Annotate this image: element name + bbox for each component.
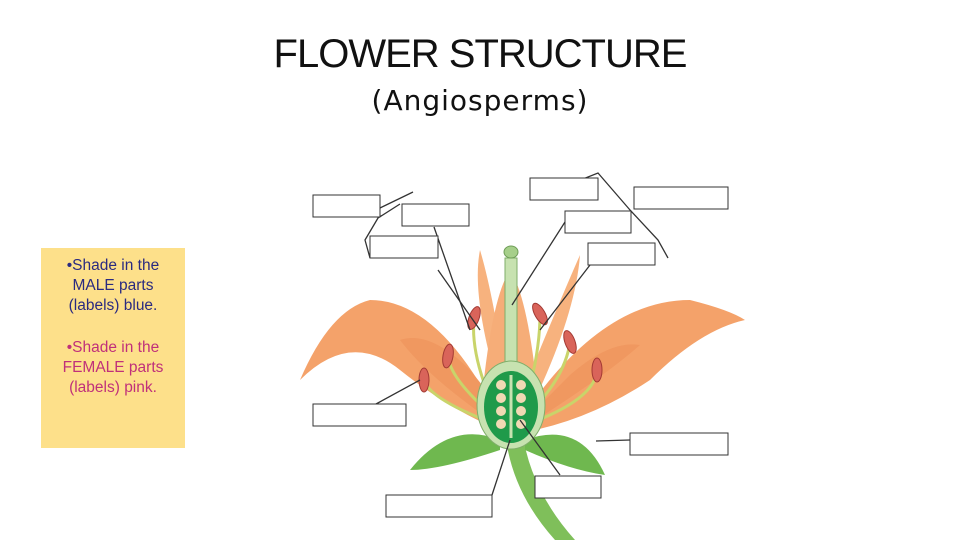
anthers xyxy=(418,302,603,393)
petal-front-right xyxy=(518,344,640,430)
sepal-right xyxy=(525,434,605,475)
label-boxes xyxy=(312,177,729,518)
label-box-7[interactable] xyxy=(587,242,656,266)
label-box-11[interactable] xyxy=(385,494,493,518)
label-box-3[interactable] xyxy=(369,235,439,259)
label-box-1[interactable] xyxy=(312,194,381,218)
male-instruction: •Shade in the MALE parts (labels) blue. xyxy=(66,257,160,314)
page-subtitle: (Angiosperms) xyxy=(371,84,589,117)
label-box-2[interactable] xyxy=(401,203,470,227)
label-box-10[interactable] xyxy=(534,475,602,499)
instruction-note: •Shade in the MALE parts (labels) blue. … xyxy=(41,248,185,448)
ovules xyxy=(496,380,526,429)
label-box-9[interactable] xyxy=(629,432,729,456)
label-box-5[interactable] xyxy=(564,210,632,234)
label-box-8[interactable] xyxy=(312,403,407,427)
stigma xyxy=(503,245,519,259)
sepal-left xyxy=(410,434,500,470)
page-title: FLOWER STRUCTURE xyxy=(273,32,688,76)
female-instruction: •Shade in the FEMALE parts (labels) pink… xyxy=(62,339,164,396)
style xyxy=(504,257,518,379)
petal-back-left xyxy=(300,300,500,430)
stem xyxy=(505,430,575,540)
label-box-6[interactable] xyxy=(633,186,729,210)
label-box-4[interactable] xyxy=(529,177,599,201)
